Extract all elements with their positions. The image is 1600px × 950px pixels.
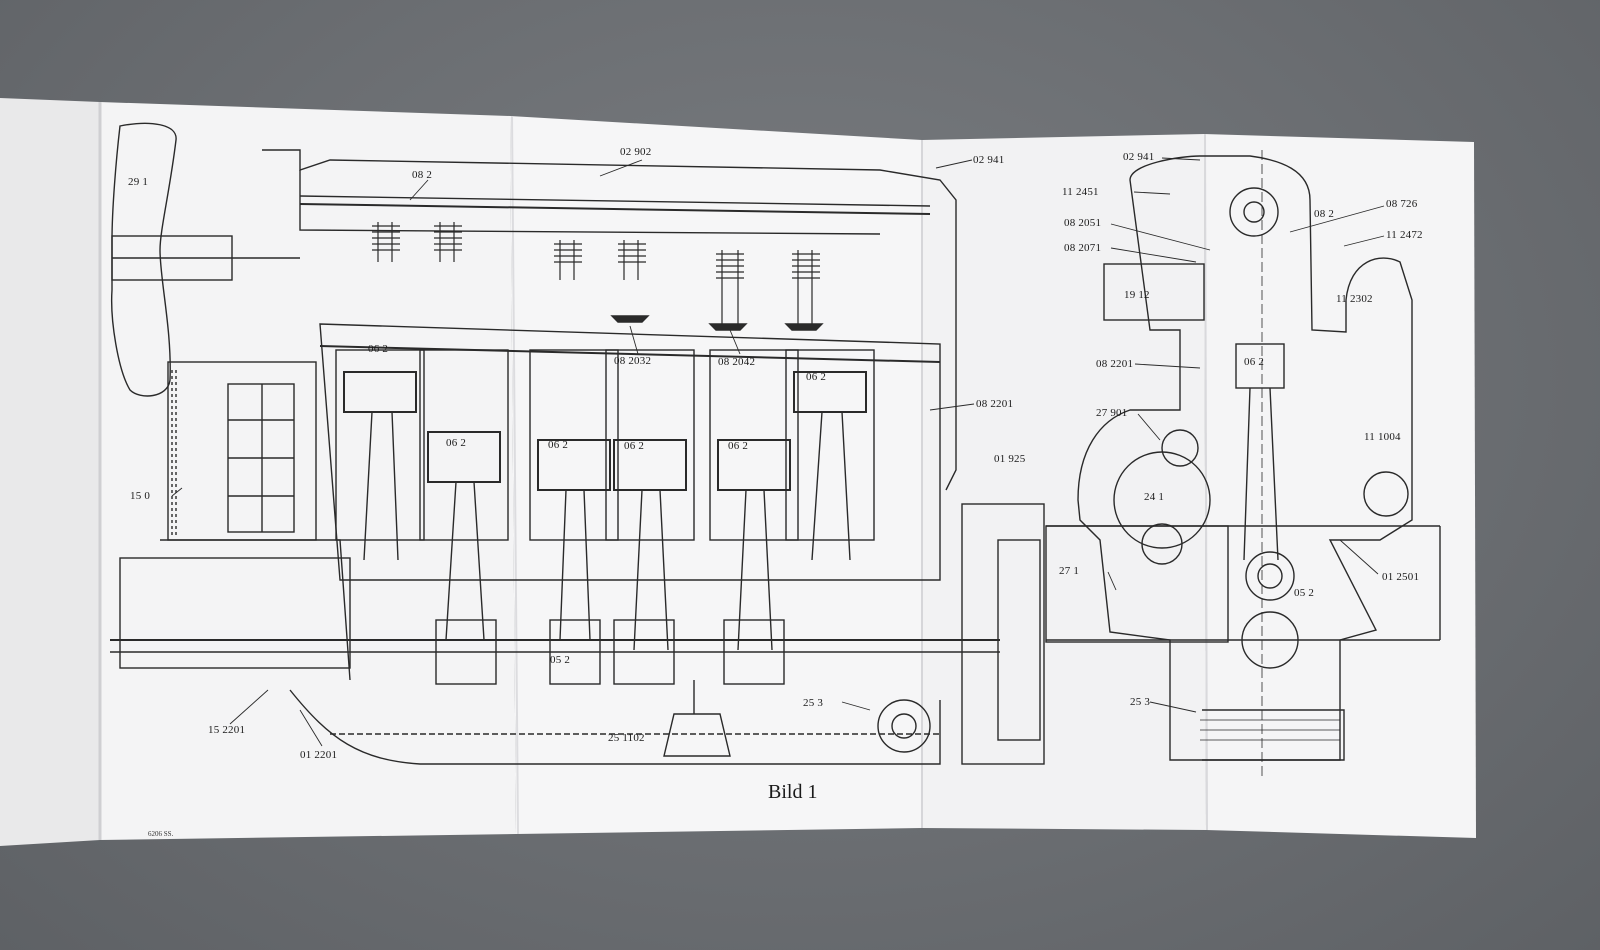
callout-crank-section: 05 2 — [1294, 587, 1315, 599]
callout-oil-filler: 02 941 — [973, 154, 1005, 166]
callout-carburettor: 19 12 — [1124, 289, 1150, 301]
callout-top-cover: 02 902 — [620, 146, 652, 158]
rocker-cover — [262, 149, 957, 491]
callout-piston-ring-2: 06 2 — [806, 371, 827, 383]
paper-panel-3 — [922, 134, 1206, 830]
callout-manifold-side: 11 2302 — [1336, 293, 1373, 305]
callout-oil-line: 01 2501 — [1382, 571, 1420, 583]
callout-carb-body: 11 1004 — [1364, 431, 1401, 443]
paper-panel-left — [0, 98, 100, 846]
callout-pushrod: 08 2201 — [976, 398, 1014, 410]
callout-piston-c: 06 2 — [624, 440, 645, 452]
callout-valve-section: 08 726 — [1386, 198, 1418, 210]
callout-pushrod-section: 08 2201 — [1096, 358, 1134, 370]
callout-oil-dipstick: 27 1 — [1059, 565, 1080, 577]
paper-panel-1 — [100, 102, 516, 840]
callout-camshaft: 27 901 — [1096, 407, 1128, 419]
print-code: 6206 SS. — [148, 830, 174, 838]
callout-section-filler: 02 941 — [1123, 151, 1155, 163]
callout-main-bearing: 05 2 — [550, 654, 571, 666]
callout-oil-pan: 01 2201 — [300, 749, 338, 761]
callout-piston-section: 06 2 — [1244, 356, 1265, 368]
callout-oil-strainer: 25 1102 — [608, 732, 645, 744]
callout-crank-bracket: 01 925 — [994, 453, 1026, 465]
callout-clutch: 15 0 — [130, 490, 151, 502]
paper-panel-4 — [1204, 134, 1476, 838]
callout-top-rocker-left: 08 2 — [412, 169, 433, 181]
callout-piston-ring-1: 06 2 — [368, 343, 389, 355]
callout-spring-2: 08 2071 — [1064, 242, 1102, 254]
callout-flywheel-seal: 15 2201 — [208, 724, 246, 736]
oil-pan — [289, 689, 941, 765]
callout-valve-exhaust: 08 2042 — [718, 356, 756, 368]
callout-rocker-section: 08 2 — [1314, 208, 1335, 220]
callout-oil-pump: 25 3 — [803, 697, 824, 709]
callout-manifold-right: 11 2472 — [1386, 229, 1423, 241]
callout-spring-1: 08 2051 — [1064, 217, 1102, 229]
callout-pump-section: 25 3 — [1130, 696, 1151, 708]
cross-section-outline — [1077, 155, 1413, 761]
callout-valve-intake: 08 2032 — [614, 355, 652, 367]
callout-piston-a: 06 2 — [446, 437, 467, 449]
callout-fan: 29 1 — [128, 176, 149, 188]
callout-manifold-left: 11 2451 — [1062, 186, 1099, 198]
paper-panel-2 — [510, 116, 922, 834]
figure-caption: Bild 1 — [768, 781, 818, 803]
callout-piston-b: 06 2 — [548, 439, 569, 451]
callout-timing-gear: 24 1 — [1144, 491, 1165, 503]
callout-piston-d: 06 2 — [728, 440, 749, 452]
